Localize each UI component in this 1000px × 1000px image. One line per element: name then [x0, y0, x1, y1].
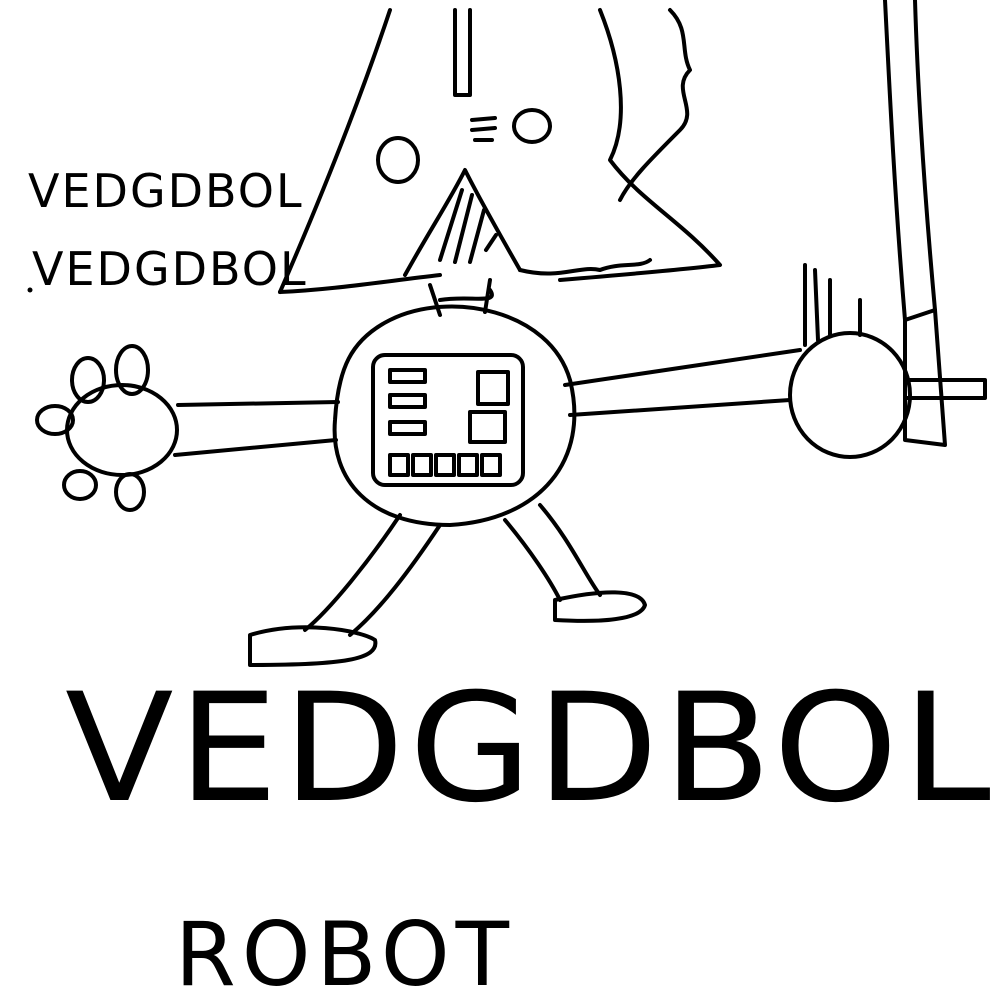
left-arm	[35, 344, 340, 512]
caption-robot: ROBOT	[175, 903, 515, 1000]
ink-dot	[27, 287, 33, 293]
legs	[248, 503, 647, 667]
small-text-1: VEDGDBOL	[28, 164, 304, 218]
robot-body	[332, 278, 577, 527]
small-text-2: VEDGDBOL	[32, 242, 308, 296]
right-arm	[563, 263, 987, 459]
big-title: VEDGDBOL	[65, 662, 995, 836]
upper-creature	[278, 8, 722, 294]
chest-screen	[371, 353, 525, 487]
